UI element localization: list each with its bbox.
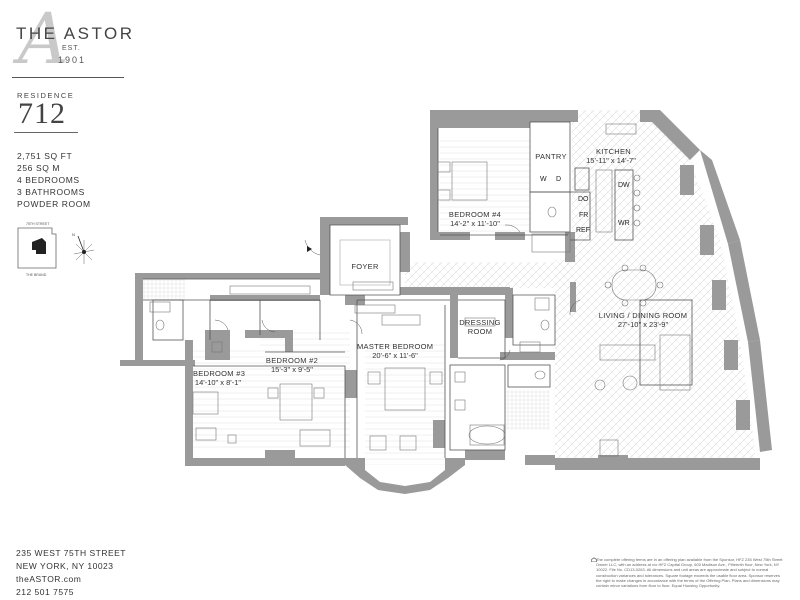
equal-housing-icon — [591, 557, 597, 562]
residence-label: RESIDENCE — [17, 91, 75, 100]
entry-arrow-icon — [307, 246, 312, 252]
brand-monogram: A — [18, 0, 69, 80]
phone-number: 212 501 7575 — [16, 587, 74, 597]
room-kitchen-label: KITCHEN — [596, 147, 632, 156]
address-city: NEW YORK, NY 10023 — [16, 561, 114, 571]
room-bedroom2-label: BEDROOM #2 — [265, 356, 319, 365]
appliance-dryer-label: D — [556, 176, 562, 183]
legal-disclaimer: The complete offering terms are in an of… — [596, 557, 783, 589]
room-living-dim: 27'-10" x 23'-9" — [617, 320, 669, 329]
walls — [120, 110, 772, 494]
room-bedroom3-dim: 14'-10" x 8'-1" — [194, 378, 242, 387]
room-living-label: LIVING / DINING ROOM — [598, 311, 688, 320]
furniture — [149, 123, 691, 457]
room-bedroom4-dim: 14'-2" x 11'-10" — [450, 219, 500, 228]
appliance-freezer-label: FR — [579, 212, 589, 219]
appliance-double-oven-label: DO — [578, 196, 589, 203]
appliance-wine-refrigerator-label: WR — [618, 220, 630, 227]
interior-lines — [143, 121, 693, 458]
compass-icon: N — [72, 232, 95, 264]
residence-divider — [14, 132, 78, 133]
room-bedroom4-label: BEDROOM #4 — [448, 210, 502, 219]
spec-sqft: 2,751 SQ FT — [17, 151, 73, 161]
room-master-dim: 20'-6" x 11'-6" — [372, 351, 418, 360]
room-kitchen-dim: 15'-11" x 14'-7" — [586, 156, 636, 165]
spec-bedrooms: 4 BEDROOMS — [17, 175, 80, 185]
brand-est: EST. — [62, 45, 81, 52]
keyplan-label-top: 75TH STREET — [26, 222, 50, 226]
residence-number: 712 — [18, 97, 66, 130]
brand-year: 1901 — [58, 55, 87, 65]
room-foyer-label: FOYER — [351, 262, 379, 271]
website-link[interactable]: theASTOR.com — [16, 574, 82, 584]
room-master-label: MASTER BEDROOM — [357, 342, 434, 351]
compass-north-label: N — [72, 232, 75, 237]
room-bedroom3-label: BEDROOM #3 — [193, 369, 246, 378]
key-plan: 75TH STREET THE BRAND N — [17, 222, 95, 277]
door-swings — [214, 224, 581, 361]
spec-bathrooms: 3 BATHROOMS — [17, 187, 85, 197]
appliance-dishwasher-label: DW — [618, 182, 630, 189]
appliance-washer-label: W — [540, 176, 547, 183]
room-dressing-label-1: DRESSING — [459, 318, 501, 327]
room-dressing-label-2: ROOM — [467, 327, 493, 336]
spec-powder-room: POWDER ROOM — [17, 199, 91, 209]
brand-divider — [12, 77, 124, 78]
address-street: 235 WEST 75TH STREET — [16, 548, 126, 558]
room-pantry-label: PANTRY — [535, 152, 567, 161]
room-bedroom2-dim: 15'-3" x 9'-5" — [271, 365, 313, 374]
spec-sqm: 256 SQ M — [17, 163, 61, 173]
brand-name: THE ASTOR — [16, 24, 135, 43]
keyplan-label-bottom: THE BRAND — [26, 273, 47, 277]
appliance-refrigerator-label: REF — [576, 227, 590, 234]
